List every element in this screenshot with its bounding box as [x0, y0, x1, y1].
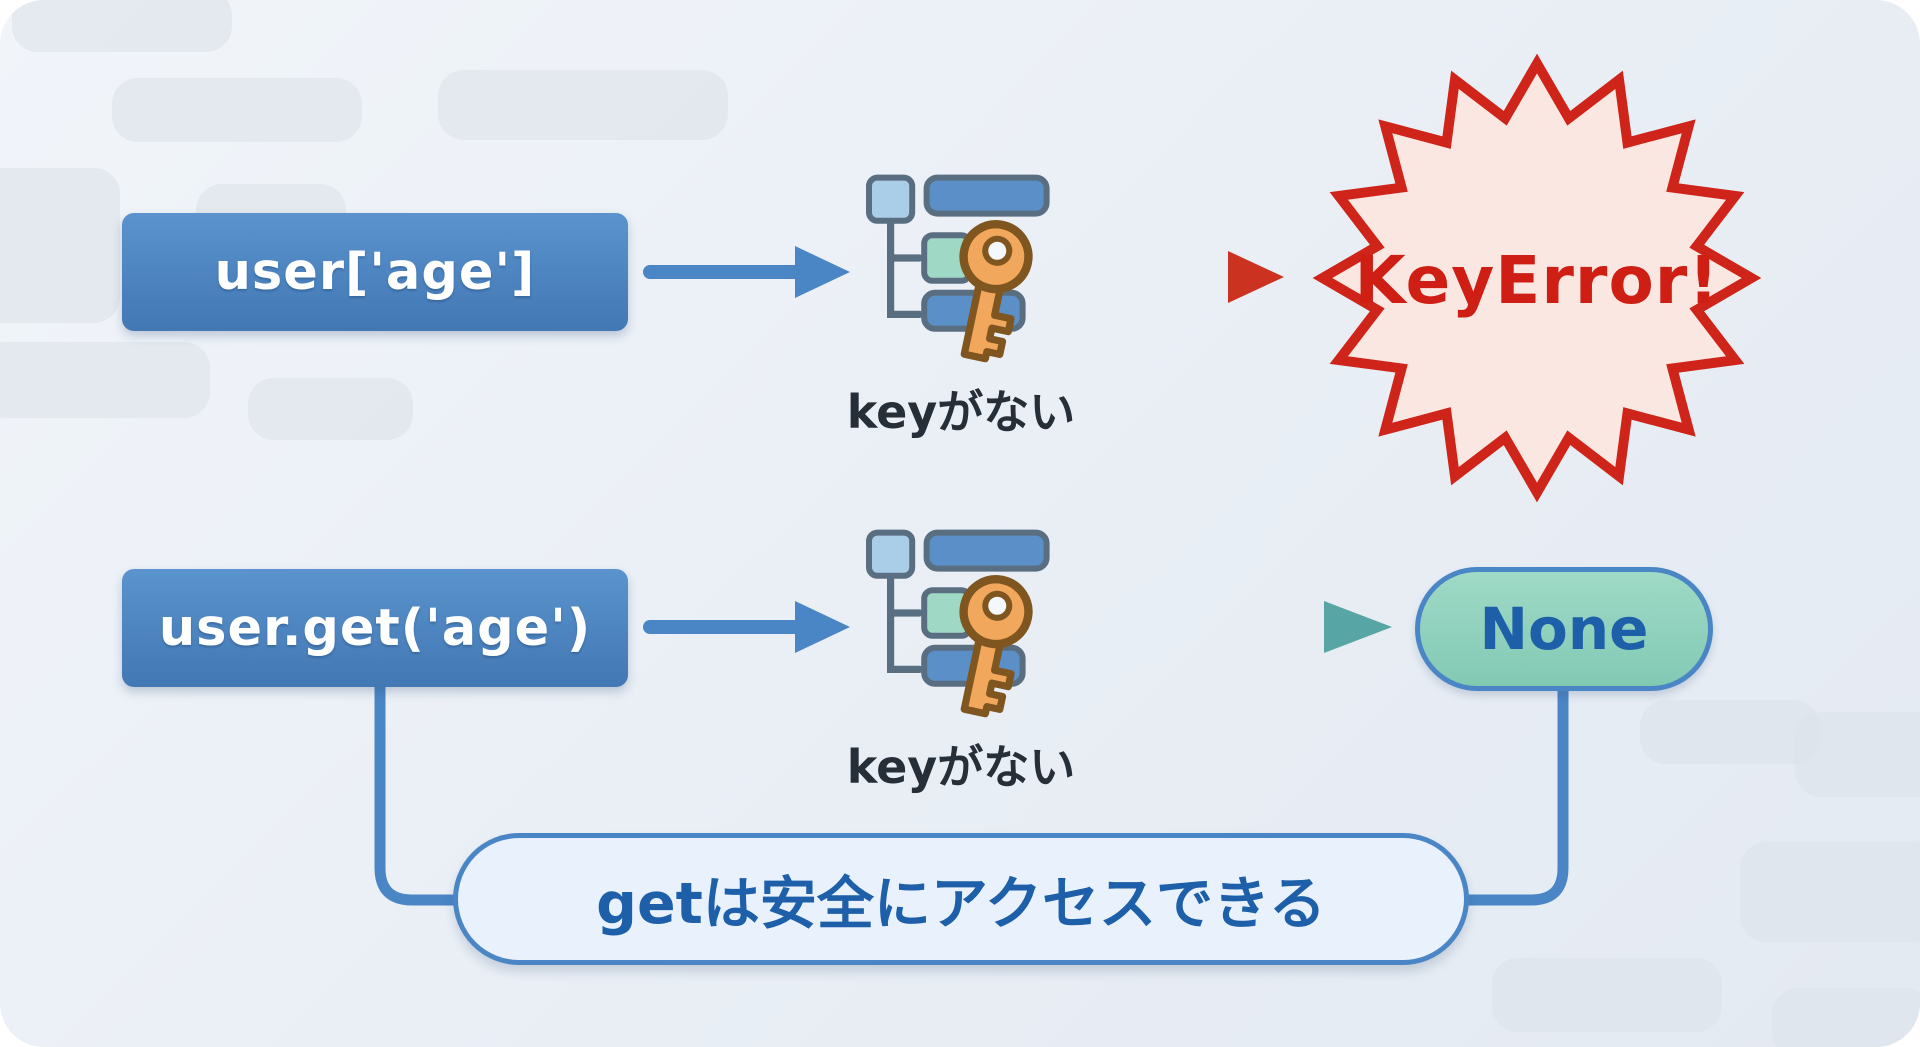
code-box-get-access: user.get('age')	[122, 569, 628, 687]
error-arrow-icon	[1093, 251, 1284, 303]
background-blob	[1492, 958, 1722, 1032]
missing-key-caption: keyがない	[846, 740, 1076, 794]
background-blob	[0, 342, 210, 418]
code-box-bracket-access: user['age']	[122, 213, 628, 331]
code-label: user['age']	[214, 242, 536, 302]
safe-access-callout-label: getは安全にアクセスできる	[596, 871, 1326, 937]
keyerror-result-label: KeyError!	[1354, 241, 1720, 319]
background-blob	[12, 0, 232, 52]
code-label: user.get('age')	[158, 598, 592, 658]
safe-access-callout: getは安全にアクセスできる	[453, 833, 1469, 965]
background-blob	[248, 378, 413, 440]
missing-key-caption: keyがない	[846, 385, 1076, 439]
dictionary-with-key-icon	[869, 178, 1047, 364]
callout-connector-right	[1458, 682, 1569, 906]
background-blob	[1740, 842, 1920, 942]
background-blob	[1772, 988, 1920, 1047]
dictionary-with-key-icon	[869, 533, 1047, 719]
background-blob	[1640, 700, 1820, 764]
background-blob	[112, 78, 362, 142]
arrow-right-icon	[643, 246, 850, 298]
background-blob	[0, 168, 120, 323]
none-result-label: None	[1479, 595, 1649, 663]
background-blob	[1795, 712, 1920, 797]
none-result-pill: None	[1415, 567, 1713, 691]
arrow-right-icon	[643, 601, 850, 653]
background-blob	[438, 70, 728, 140]
error-starburst-icon	[1312, 53, 1762, 503]
callout-connector-left	[374, 678, 462, 906]
safe-arrow-icon	[1091, 601, 1392, 653]
